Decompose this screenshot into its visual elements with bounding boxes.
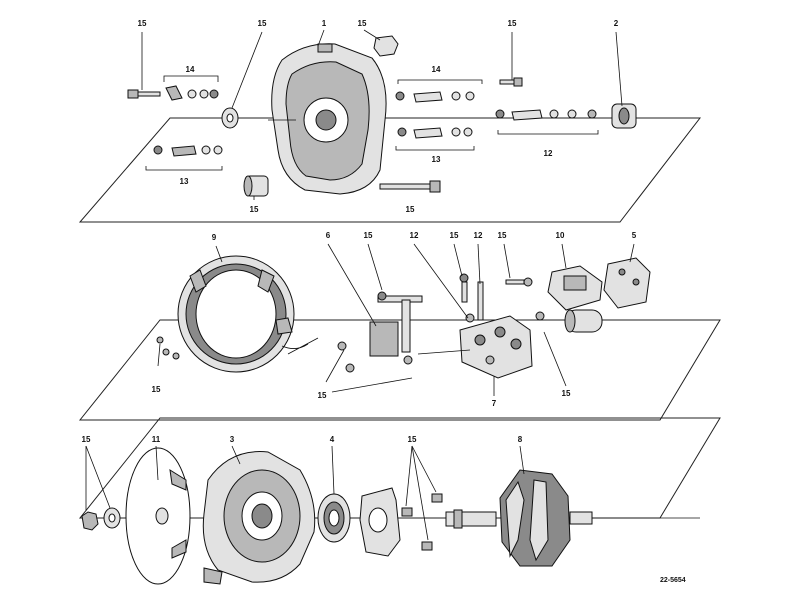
bearing-retainer-plate [359,487,401,557]
callout-12-upper: 12 [544,149,553,158]
slip-ring-cover [564,309,603,333]
rectifier-assembly [417,315,533,379]
rear-housing [268,43,387,195]
insulator-kit-14-right [395,91,475,103]
insulator-kit-13-right [397,127,473,139]
callout-15-stator-leads: 15 [152,385,161,394]
callout-7: 7 [492,399,497,408]
callout-1: 1 [322,19,327,28]
rear-bushing [611,103,637,129]
upper-left-bolt [127,89,161,99]
figure-code: 22-5654 [660,577,686,584]
insulator-kit-14-left [165,85,219,101]
callout-9: 9 [212,233,217,242]
front-nut-and-washer [81,507,121,531]
middle-panel-frame [78,319,721,421]
brush-holder [603,257,651,309]
callout-5: 5 [632,231,637,240]
terminal-stud-assembly [337,291,423,373]
regulator [547,265,603,311]
middle-studs [459,273,545,323]
insulator-kit-13-left [153,145,223,157]
callout-12-middle-right: 12 [474,231,483,240]
large-washer [221,107,239,129]
fan [125,447,191,585]
callout-15-lower-screws: 15 [408,435,417,444]
callout-15-bolt-left: 15 [138,19,147,28]
upper-right-bolt [499,77,523,87]
callout-15-mid-right: 15 [498,231,507,240]
callout-15-bolt-right: 15 [508,19,517,28]
callout-15-sleeve: 15 [250,205,259,214]
leader-lines [85,29,635,541]
callout-13-right: 13 [432,155,441,164]
callout-10: 10 [556,231,565,240]
callout-15-through-bolt: 15 [406,205,415,214]
callout-3: 3 [230,435,235,444]
stator-lead-terminals [156,336,180,360]
callout-6: 6 [326,231,331,240]
insulator-kit-12 [495,109,597,121]
callout-15-mid-nut: 15 [450,231,459,240]
callout-4: 4 [330,435,335,444]
front-housing [202,451,316,585]
callout-15-front-nut: 15 [82,435,91,444]
callout-15-rectifier: 15 [562,389,571,398]
rotor [445,469,700,567]
callout-15-mid-stud: 15 [364,231,373,240]
stator [177,255,319,373]
callout-12-middle: 12 [410,231,419,240]
callout-15-screws: 15 [318,391,327,400]
callout-14-left: 14 [186,65,195,74]
callout-13-left: 13 [180,177,189,186]
callout-2: 2 [614,19,619,28]
callout-8: 8 [518,435,523,444]
rear-bearing-cap [373,35,399,57]
through-bolt [379,180,441,193]
lower-screws [401,493,443,551]
callout-14-right: 14 [432,65,441,74]
callout-11: 11 [152,435,161,444]
callout-15-washer: 15 [258,19,267,28]
callout-labels: 1 2 3 4 5 6 7 8 9 10 11 12 12 12 13 13 1… [82,19,637,444]
sleeve-bushing [243,175,269,197]
front-bearing [317,493,351,543]
callout-15-cap: 15 [358,19,367,28]
